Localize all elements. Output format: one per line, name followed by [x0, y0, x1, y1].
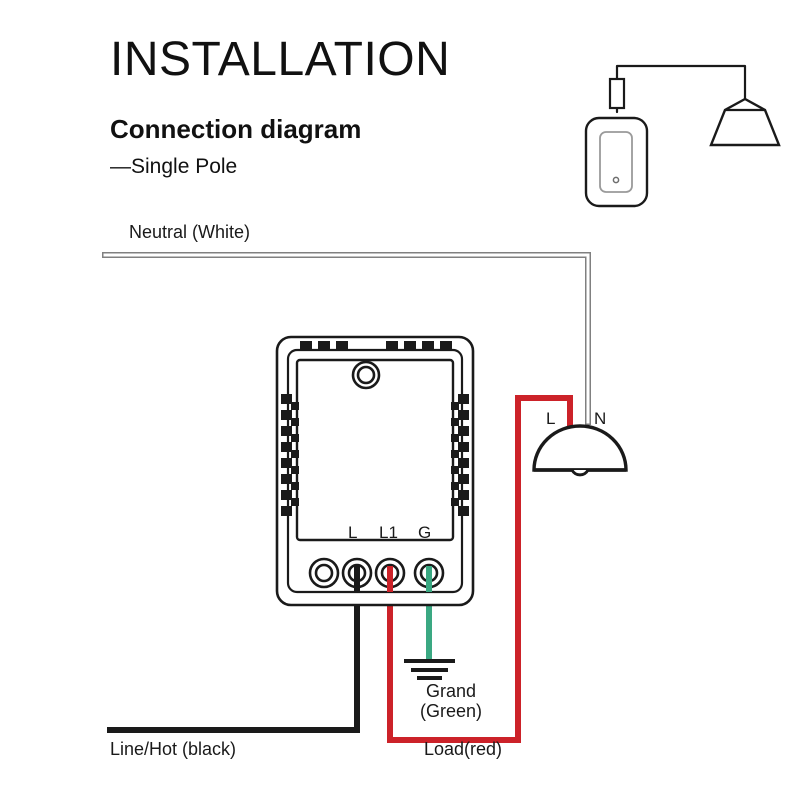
neutral-wire-label: Neutral (White): [129, 222, 251, 242]
neutral-wire-core: [103, 253, 590, 424]
line-hot-wire-label: Line/Hot (black): [110, 739, 237, 759]
terminal-wire-stubs: [354, 566, 432, 592]
terminal-label-l: L: [348, 523, 358, 542]
inline-module-icon: [608, 77, 626, 110]
wall-switch-rocker: [599, 131, 633, 193]
led-indicator-icon: [612, 176, 620, 184]
lamp-bulb-icon: [570, 469, 590, 477]
device-top-notches: [300, 341, 452, 350]
ground-wire-label-line1: Grand: [425, 681, 477, 701]
line-hot-wire-path: [107, 557, 360, 733]
lamp-terminal-label-n: N: [594, 409, 607, 428]
ground-symbol-icon: [404, 659, 455, 680]
terminal-label-g: G: [418, 523, 432, 542]
device-reset-button-inner: [356, 365, 376, 385]
load-wire-path: [387, 395, 573, 743]
load-wire-label: Load(red): [424, 739, 503, 759]
diagram-variant-label: —Single Pole: [110, 155, 238, 178]
ground-wire-label-line2: (Green): [419, 701, 482, 722]
device-left-ridges: [281, 394, 299, 516]
ground-wire-label: Grand (Green): [406, 681, 496, 721]
device-right-ridges: [451, 394, 469, 516]
lamp-terminal-label-l: L: [546, 409, 556, 428]
terminal-label-l1: L1: [379, 523, 398, 542]
lamp-dome-icon: [532, 424, 628, 472]
page-title: INSTALLATION: [110, 33, 451, 86]
terminal-screw-unused-inner: [314, 563, 334, 583]
diagram-subtitle: Connection diagram: [110, 114, 362, 144]
